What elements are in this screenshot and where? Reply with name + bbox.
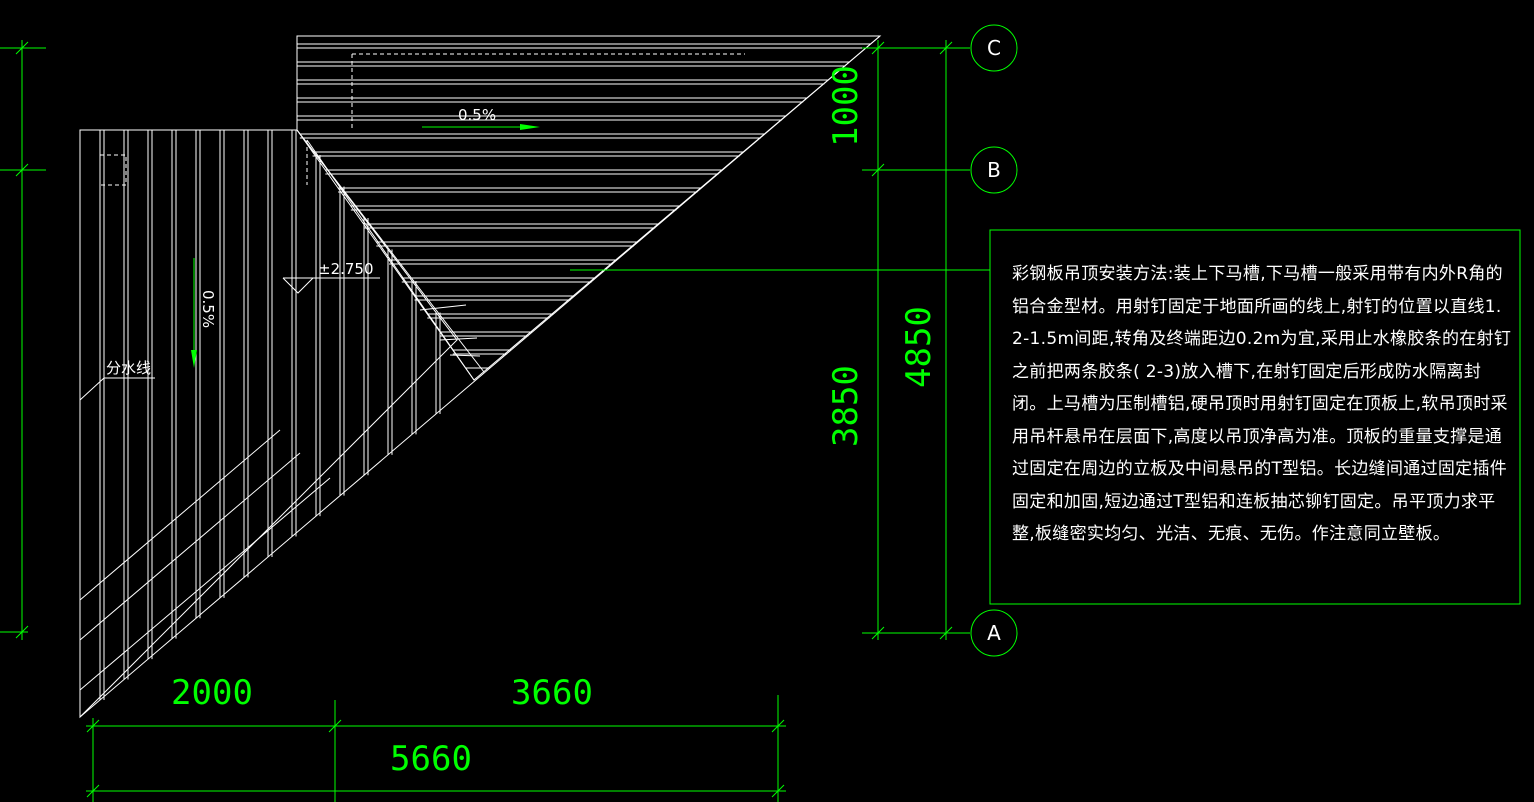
dim-vertical-upper: 1000 — [826, 65, 866, 147]
dim-horizontal-left: 2000 — [171, 673, 253, 713]
slope-label-horizontal: 0.5% — [458, 106, 496, 124]
elevation-mark: ±2.750 — [282, 260, 380, 294]
grid-axis-a: A — [970, 609, 1018, 657]
svg-text:分水线: 分水线 — [106, 359, 151, 377]
dim-vertical-total: 4850 — [899, 306, 939, 388]
dim-vertical-lower: 3850 — [826, 365, 866, 447]
dim-horizontal-right: 3660 — [511, 673, 593, 713]
left-panel-diagonals — [79, 429, 331, 691]
slope-annotation-horizontal: 0.5% — [422, 106, 540, 130]
horizontal-dimensions: 2000 3660 5660 — [86, 673, 786, 802]
vertical-dimensions: 1000 3850 4850 — [826, 40, 970, 640]
grid-axis-b: B — [970, 146, 1018, 194]
grid-axis-c: C — [970, 24, 1018, 72]
left-diagonal-line — [79, 477, 331, 691]
slope-label-vertical: 0.5% — [199, 290, 217, 328]
slope-annotation-vertical: 0.5% — [191, 258, 217, 368]
left-partial-dimension — [0, 40, 46, 640]
upper-ceiling-panel — [296, 35, 882, 381]
dim-horizontal-total: 5660 — [390, 739, 472, 779]
svg-text:B: B — [987, 158, 1001, 182]
left-diagonal-line — [79, 452, 301, 641]
elevation-label: ±2.750 — [318, 260, 374, 278]
upper-panel-strips — [297, 43, 871, 369]
svg-text:C: C — [987, 36, 1001, 60]
ridge-line-label: 分水线 — [79, 359, 155, 401]
left-ceiling-panel — [79, 129, 458, 719]
left-diagonal-line — [79, 429, 281, 601]
svg-text:A: A — [987, 621, 1001, 645]
note-box — [989, 229, 1521, 605]
left-panel-strips — [99, 130, 441, 700]
installation-note-text: 彩钢板吊顶安装方法:装上下马槽,下马槽一般采用带有内外R角的铝合金型材。用射钉固… — [1012, 264, 1512, 544]
hypotenuse-edge — [79, 35, 881, 718]
